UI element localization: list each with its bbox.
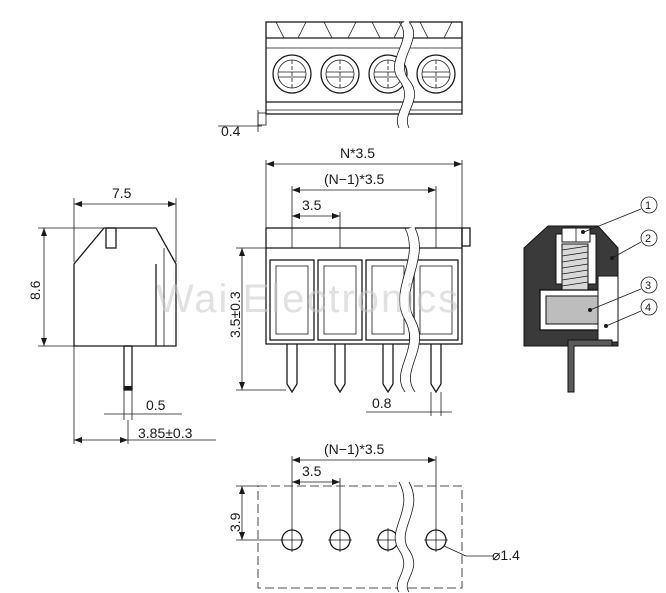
dim-pin-thickness: 0.5 xyxy=(146,397,166,413)
screw-head xyxy=(320,54,360,94)
dim-row-offset: 3.9 xyxy=(227,512,243,532)
dim-top-thickness: 0.4 xyxy=(221,123,241,139)
pcb-hole xyxy=(424,528,448,552)
pcb-hole xyxy=(328,528,352,552)
callout-1: 1 xyxy=(645,200,651,212)
dim-pitch-front: 3.5 xyxy=(302,197,322,213)
dim-window-height: 3.5±0.3 xyxy=(227,291,243,338)
pcb-hole xyxy=(280,528,304,552)
front-view xyxy=(236,160,471,416)
screw-head xyxy=(272,54,312,94)
section-view xyxy=(523,196,658,393)
watermark: Wai Electronics xyxy=(156,277,460,321)
dim-pin-offset: 3.85±0.3 xyxy=(138,425,193,441)
callout-2: 2 xyxy=(645,233,651,245)
footprint-view xyxy=(236,456,494,593)
dim-side-height: 8.6 xyxy=(27,280,43,300)
dim-overall-width: N*3.5 xyxy=(340,145,375,161)
dim-side-depth: 7.5 xyxy=(112,185,132,201)
dim-span-footprint: (N−1)*3.5 xyxy=(324,441,385,457)
dim-span-front: (N−1)*3.5 xyxy=(324,171,385,187)
side-view xyxy=(38,198,216,444)
callout-3: 3 xyxy=(645,280,651,292)
callout-4: 4 xyxy=(645,302,651,314)
screw-thread xyxy=(561,243,589,291)
top-view xyxy=(218,19,463,132)
screw-head xyxy=(416,54,456,94)
dim-pin-width: 0.8 xyxy=(372,395,392,411)
dim-hole-diameter: ⌀1.4 xyxy=(492,547,520,563)
dim-pitch-footprint: 3.5 xyxy=(302,463,322,479)
